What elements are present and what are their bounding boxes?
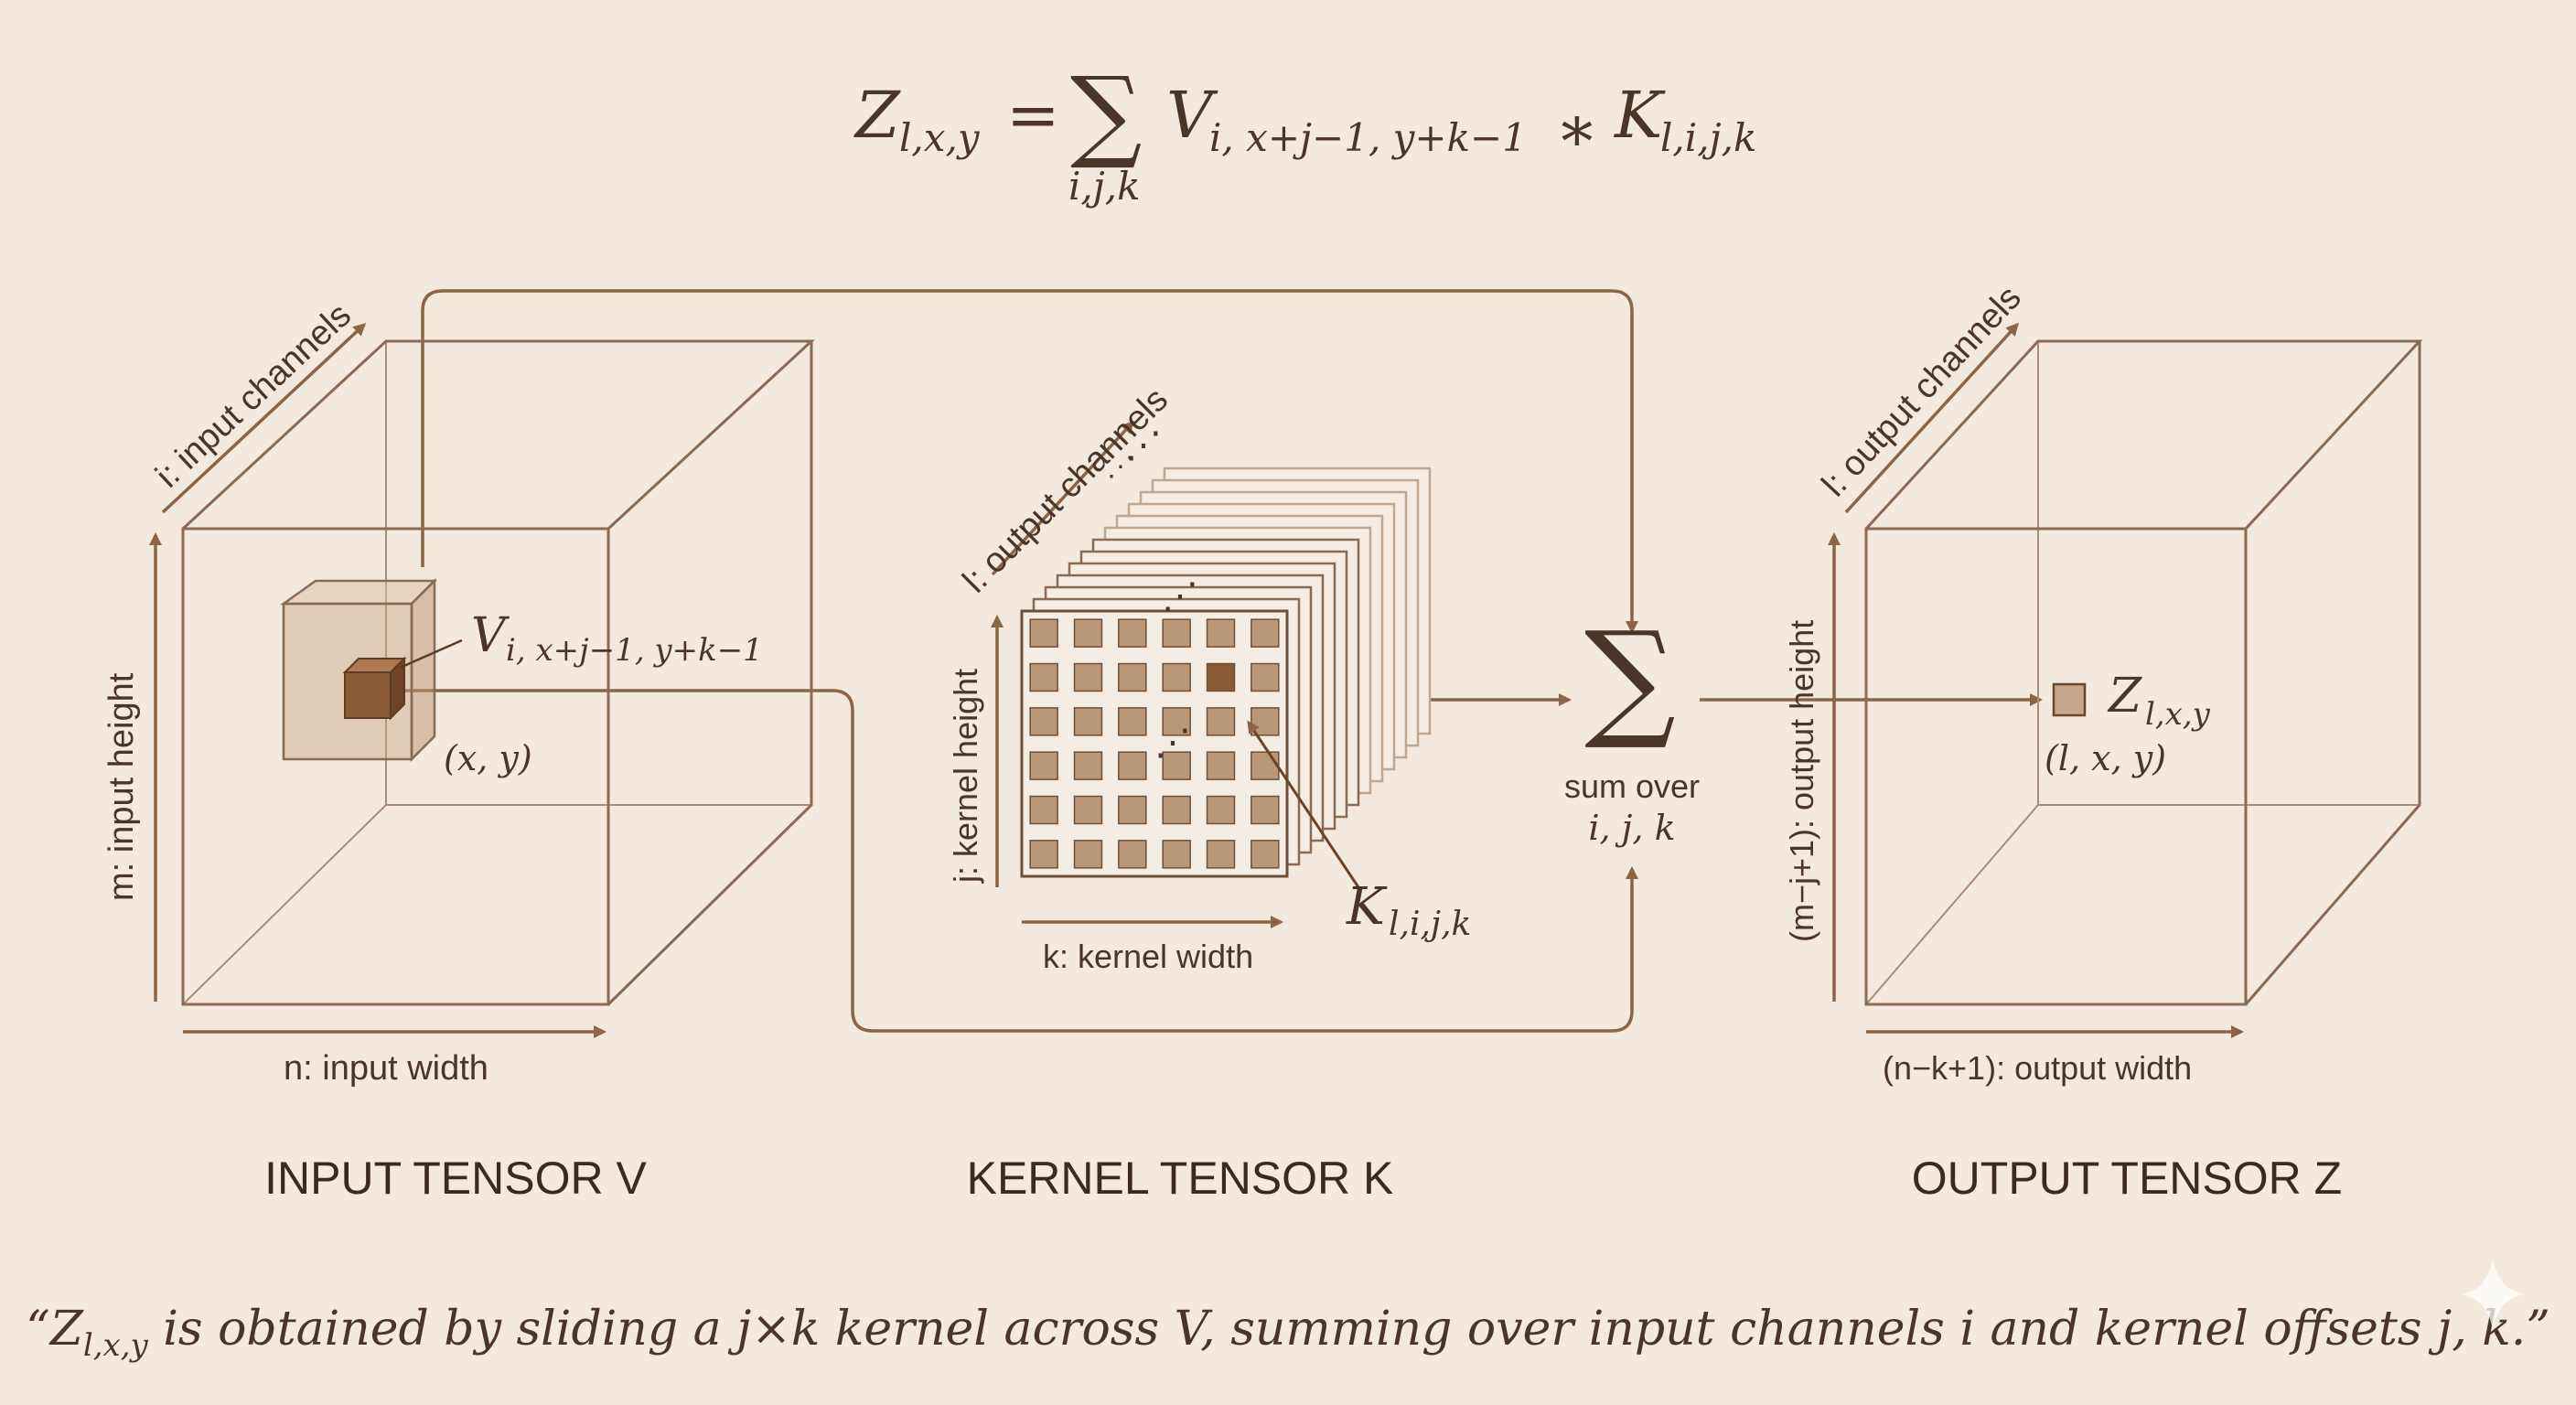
kernel-cell xyxy=(1029,707,1058,736)
kernel-cell xyxy=(1206,795,1236,825)
output-channels-label: l: output channels xyxy=(1815,279,2029,505)
kernel-cell xyxy=(1250,662,1280,692)
kernel-cell xyxy=(1162,751,1191,780)
input-tensor-title: INPUT TENSOR V xyxy=(264,1153,647,1204)
kernel-cell xyxy=(1206,751,1236,780)
output-height-label: (m−j+1): output height xyxy=(1783,620,1820,942)
kernel-cell xyxy=(1029,840,1058,869)
input-cube-hidden-edges xyxy=(385,341,811,806)
kernel-cell xyxy=(1206,840,1236,869)
kernel-cell xyxy=(1118,662,1147,692)
formula-sum-symbol: ∑ xyxy=(1070,55,1143,172)
arrow-patch-to-sum xyxy=(402,689,1638,1033)
kernel-element-label: K xyxy=(1346,877,1388,937)
kernel-height-label: j: kernel height xyxy=(947,669,984,884)
kernel-cell xyxy=(1029,662,1058,692)
kernel-cell xyxy=(1073,707,1103,736)
formula: Z l,x,y = ∑ i,j,k V i, x+j−1, y+k−1 ∗ K … xyxy=(853,55,1756,209)
kernel-width-label: k: kernel width xyxy=(1043,938,1253,975)
kernel-highlight-cell xyxy=(1206,662,1236,692)
kernel-cell xyxy=(1029,618,1058,648)
kernel-cell xyxy=(1118,707,1147,736)
sparkle-icon xyxy=(2461,1258,2525,1331)
kernel-front-sheet xyxy=(1020,609,1289,878)
kernel-cell xyxy=(1162,618,1191,648)
kernel-cell xyxy=(1118,751,1147,780)
input-patch-label-subscript: i, x+j−1, y+k−1 xyxy=(506,632,763,669)
input-cube-top-face xyxy=(181,339,815,531)
caption: “Zl,x,y is obtained by sliding a j×k ker… xyxy=(26,1302,2550,1364)
formula-sum-indices: i,j,k xyxy=(1068,164,1141,209)
output-cube-hidden-depth-edge xyxy=(1865,804,2039,1005)
output-position-label: (l, x, y) xyxy=(2045,738,2166,778)
kernel-cell xyxy=(1073,618,1103,648)
kernel-cell xyxy=(1118,618,1147,648)
kernel-cell xyxy=(1250,840,1280,869)
kernel-dots-2: ⋰ xyxy=(1162,576,1198,617)
input-tensor: V i, x+j−1, y+k−1 (x, y) m: input height… xyxy=(102,296,815,1204)
input-cube-side-face xyxy=(606,341,813,1006)
kernel-cell xyxy=(1250,795,1280,825)
sum-label-line1: sum over xyxy=(1564,767,1700,805)
kernel-cell xyxy=(1250,618,1280,648)
kernel-cell xyxy=(1162,840,1191,869)
output-cube-side-face xyxy=(2244,341,2421,1005)
kernel-tensor: ⋰ ⋰ ⋰ ⋰ K l,i,j,k j: kernel height k: ke… xyxy=(947,381,1471,1204)
kernel-cell xyxy=(1250,751,1280,780)
formula-v-subscript: i, x+j−1, y+k−1 xyxy=(1209,115,1527,160)
output-tensor: Z l,x,y (l, x, y) (m−j+1): output height… xyxy=(1783,279,2423,1204)
kernel-cell xyxy=(1029,751,1058,780)
output-cube xyxy=(1864,339,2423,1006)
output-element-label-subscript: l,x,y xyxy=(2145,696,2211,733)
output-element-square xyxy=(2052,682,2087,717)
kernel-stack xyxy=(1020,467,1432,878)
output-cube-hidden-edges xyxy=(2037,341,2420,806)
formula-k: K xyxy=(1613,78,1666,153)
formula-lhs: Z xyxy=(853,78,901,153)
kernel-cell xyxy=(1206,707,1236,736)
kernel-cell xyxy=(1162,795,1191,825)
kernel-cell xyxy=(1162,662,1191,692)
sum-symbol: ∑ xyxy=(1584,605,1676,754)
formula-equals: = xyxy=(1006,78,1060,153)
output-tensor-title: OUTPUT TENSOR Z xyxy=(1912,1153,2342,1204)
summation-node: ∑ sum over i, j, k xyxy=(1564,605,1700,848)
input-cube xyxy=(181,339,815,1006)
kernel-cell xyxy=(1162,707,1191,736)
formula-lhs-subscript: l,x,y xyxy=(899,115,981,160)
input-height-label: m: input height xyxy=(102,672,141,901)
kernel-cell xyxy=(1073,662,1103,692)
kernel-element-label-subscript: l,i,j,k xyxy=(1389,906,1471,943)
kernel-cell xyxy=(1206,618,1236,648)
input-cube-hidden-depth-edge xyxy=(182,804,387,1005)
arrow-input-to-sum xyxy=(421,289,1638,634)
output-channels-axis xyxy=(1844,322,2020,514)
output-width-label: (n−k+1): output width xyxy=(1883,1049,2192,1087)
input-channels-axis xyxy=(161,322,367,514)
kernel-cell xyxy=(1029,795,1058,825)
formula-times: ∗ xyxy=(1555,91,1599,166)
formula-k-subscript: l,i,j,k xyxy=(1660,115,1756,160)
output-cube-top-face xyxy=(1864,339,2423,531)
formula-v: V xyxy=(1166,78,1218,153)
input-patch-label: V xyxy=(471,608,510,663)
sum-label-line2: i, j, k xyxy=(1588,808,1675,848)
input-element-cube xyxy=(342,656,407,721)
kernel-cell xyxy=(1073,795,1103,825)
kernel-cell xyxy=(1073,840,1103,869)
kernel-element-leader xyxy=(1247,720,1360,888)
kernel-cell xyxy=(1118,840,1147,869)
kernel-cell xyxy=(1118,795,1147,825)
input-position-label: (x, y) xyxy=(444,738,532,778)
output-element-label: Z xyxy=(2107,669,2142,724)
kernel-tensor-title: KERNEL TENSOR K xyxy=(967,1153,1394,1204)
kernel-dots-4: ⋰ xyxy=(1107,452,1134,482)
kernel-channels-axis xyxy=(991,420,1135,576)
input-width-label: n: input width xyxy=(284,1049,488,1088)
kernel-dots-3: ⋰ xyxy=(1154,723,1191,763)
kernel-cell xyxy=(1073,751,1103,780)
patch-label-leader xyxy=(399,638,463,670)
